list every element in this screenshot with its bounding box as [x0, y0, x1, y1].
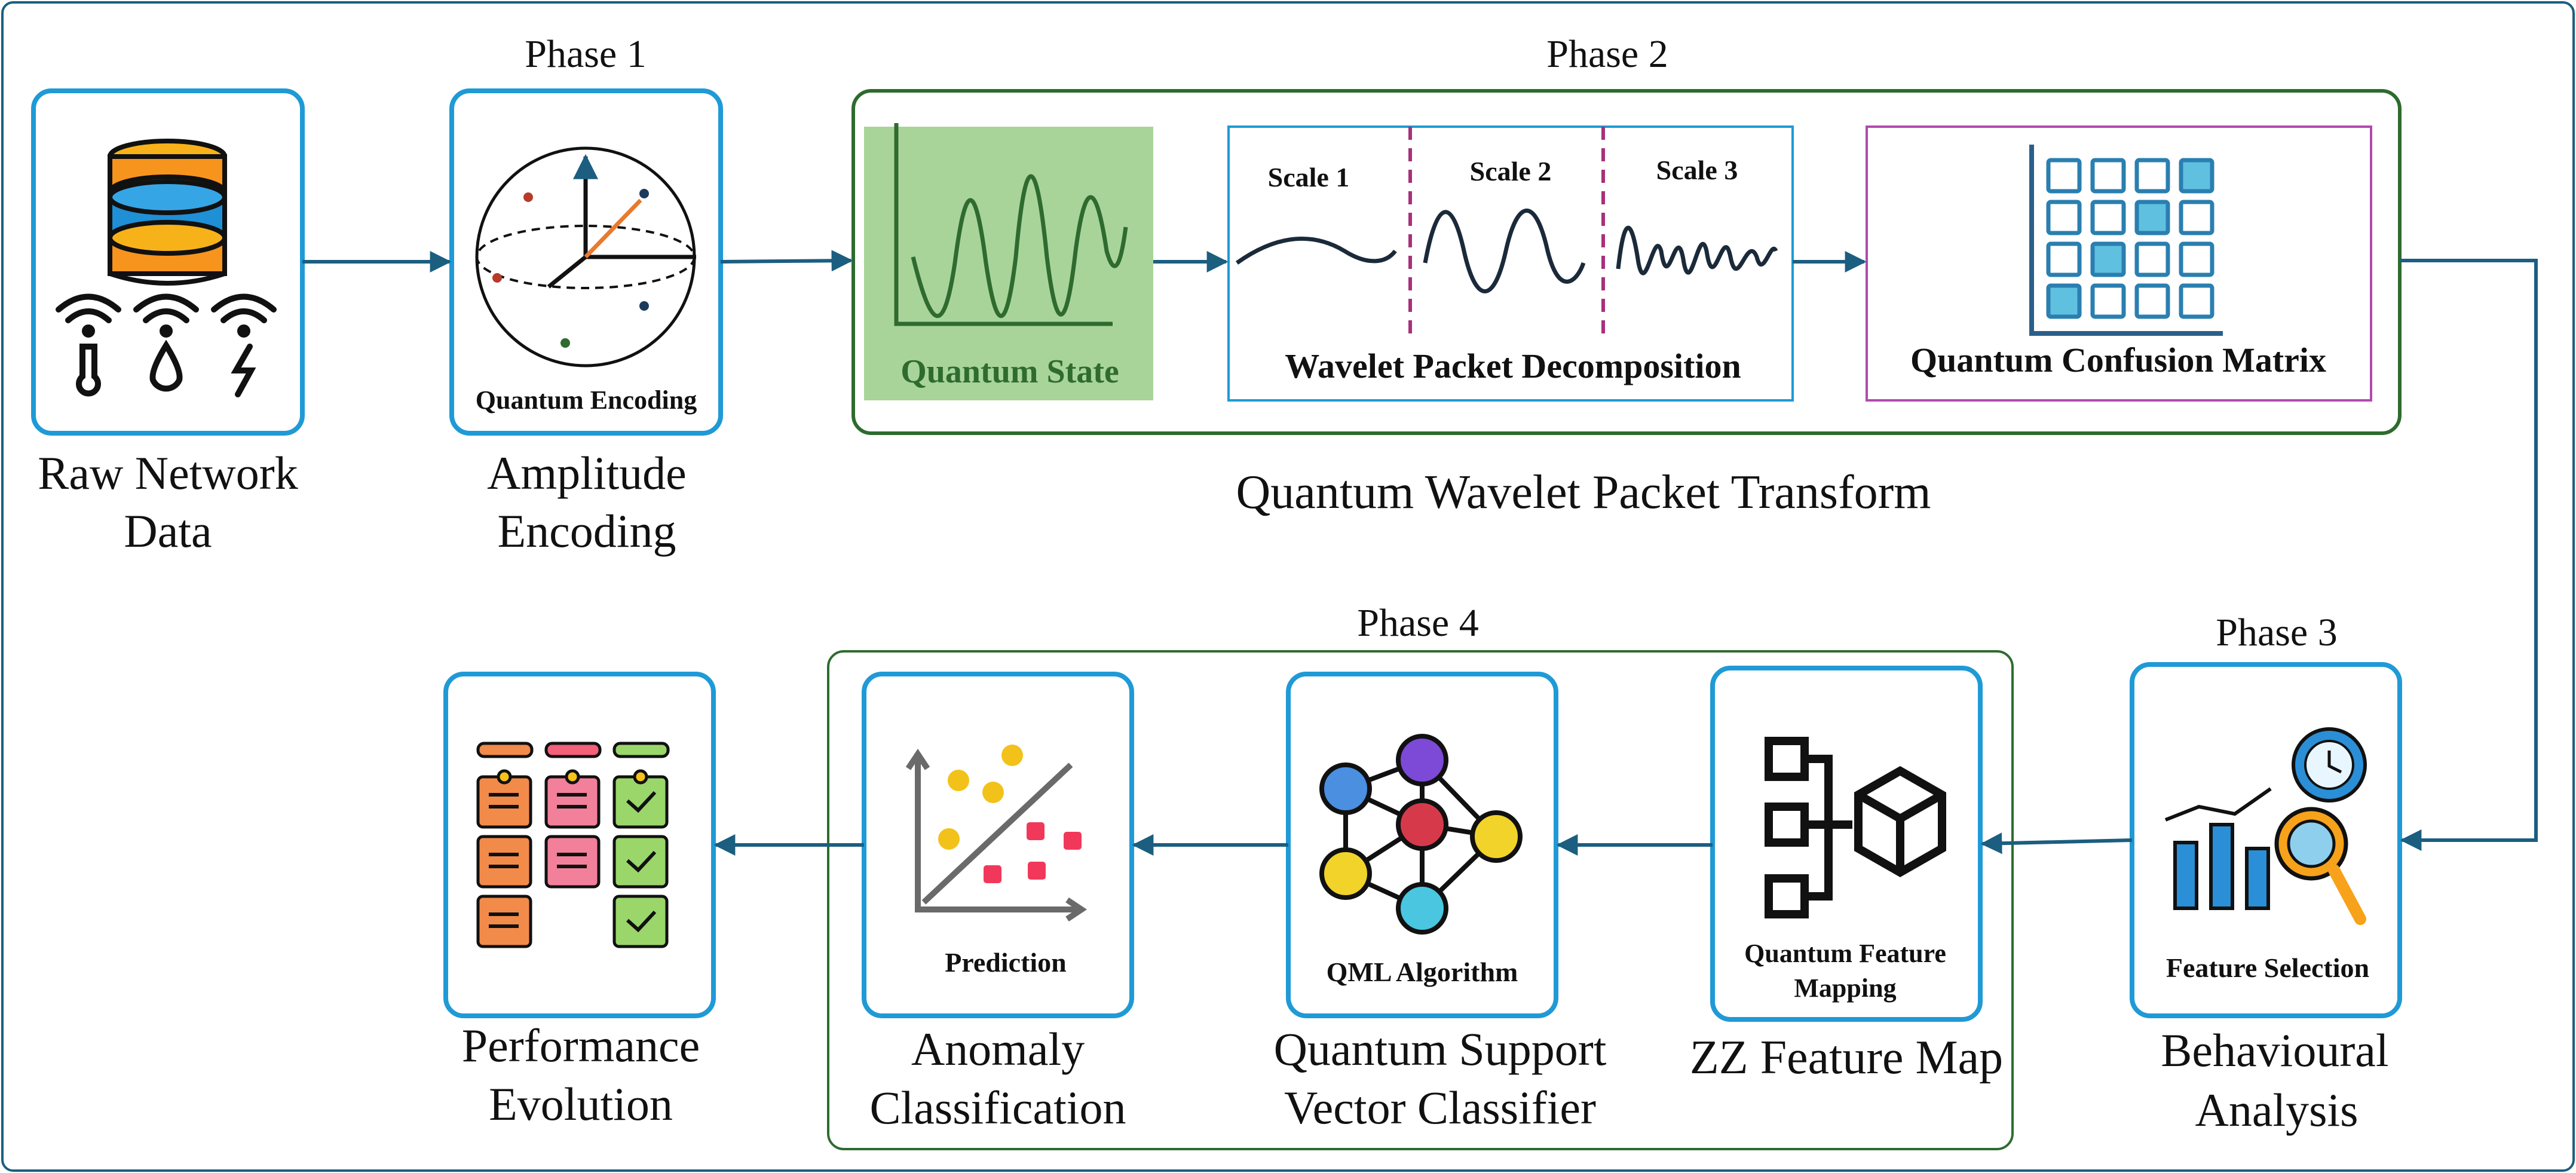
quantum-feature-label-1: Quantum Feature [1744, 939, 1946, 968]
scale-2-label: Scale 2 [1470, 156, 1552, 186]
prediction-label: Prediction [945, 947, 1067, 978]
confusion-matrix-node: Quantum Confusion Matrix [1866, 125, 2372, 402]
matrix-cell [2179, 241, 2214, 277]
matrix-cell [2179, 200, 2214, 235]
beh-label-line1: Behavioural [2161, 1024, 2388, 1076]
quantum-encoding-label: Quantum Encoding [476, 385, 697, 415]
task-board-icon [476, 742, 670, 948]
scatter-plot-icon [905, 745, 1088, 922]
feature-selection-label: Feature Selection [2166, 953, 2369, 983]
quantum-state-node: Quantum State [864, 123, 1153, 400]
phase2-label: Phase 2 [1546, 32, 1668, 76]
feature-mapping-icon [1765, 737, 1946, 918]
qsvc-node: QML Algorithm Quantum Support Vector Cla… [1274, 672, 1607, 1134]
perf-label-line1: Performance [462, 1019, 700, 1071]
arrow-beh-to-zz [1980, 832, 2133, 855]
analytics-magnifier-icon [2164, 727, 2367, 925]
matrix-cell [2090, 200, 2126, 235]
matrix-cell [2046, 200, 2082, 235]
neural-network-icon [1319, 734, 1523, 935]
matrix-cell [2134, 283, 2170, 319]
matrix-cell [2179, 158, 2214, 194]
behavioural-analysis-node: Phase 3 Feature Selection Behavioural An… [2130, 611, 2402, 1136]
matrix-cell [2090, 241, 2126, 277]
phase4-group [827, 650, 2014, 1150]
amp-label-line2: Encoding [498, 505, 676, 557]
wavelet-packet-label: Wavelet Packet Decomposition [1285, 347, 1741, 385]
matrix-cell [2134, 158, 2170, 194]
matrix-cell [2046, 158, 2082, 194]
matrix-cell [2134, 200, 2170, 235]
quantum-feature-label-2: Mapping [1794, 973, 1896, 1003]
anom-label-line1: Anomaly [911, 1023, 1085, 1075]
phase1-label: Phase 1 [525, 32, 646, 76]
oscillation-wave-icon [894, 123, 1128, 326]
anom-label-line2: Classification [870, 1082, 1126, 1134]
qsvc-label-line2: Vector Classifier [1284, 1082, 1596, 1134]
confusion-matrix-label: Quantum Confusion Matrix [1910, 341, 2326, 379]
zz-label: ZZ Feature Map [1690, 1031, 2003, 1084]
amplitude-encoding-node: Phase 1 Quantum Encoding Amplitude Encod… [449, 32, 723, 557]
raw-network-data-node: Raw Network Data [31, 88, 305, 557]
zz-feature-map-node: Quantum Feature Mapping ZZ Feature Map [1690, 666, 2003, 1084]
connectors [302, 250, 2538, 856]
bloch-sphere-icon [475, 146, 696, 367]
database-icon [108, 139, 227, 286]
quantum-state-label: Quantum State [900, 353, 1119, 390]
beh-label-line2: Analysis [2195, 1084, 2358, 1136]
matrix-cell [2090, 158, 2126, 194]
phase4-label: Phase 4 [1357, 601, 1478, 645]
scale-3-label: Scale 3 [1656, 155, 1738, 185]
arrow-amp-to-phase2 [720, 250, 853, 272]
arrow-phase2-to-phase3 [2400, 259, 2538, 851]
performance-evolution-node: Performance Evolution [443, 672, 716, 1130]
wavelet-packet-node: Scale 1 Scale 2 Scale 3 Wavelet Packet D… [1227, 125, 1794, 402]
matrix-grid-icon [2029, 145, 2223, 336]
perf-label-line2: Evolution [489, 1078, 673, 1130]
wavelet-scales-icon [1235, 209, 1778, 293]
raw-label-line1: Raw Network [38, 447, 298, 499]
raw-label-line2: Data [124, 505, 212, 557]
matrix-cell [2090, 283, 2126, 319]
matrix-cell [2046, 283, 2082, 319]
amp-label-line1: Amplitude [487, 447, 687, 499]
wifi-sensor-icons [56, 293, 277, 397]
phase3-label: Phase 3 [2216, 611, 2337, 654]
matrix-cell [2179, 283, 2214, 319]
matrix-cell [2134, 241, 2170, 277]
qsvc-label-line1: Quantum Support [1274, 1023, 1607, 1075]
qwpt-caption: Quantum Wavelet Packet Transform [1236, 466, 1931, 519]
anomaly-classification-node: Prediction Anomaly Classification [862, 672, 1134, 1134]
matrix-cell [2046, 241, 2082, 277]
qml-algorithm-label: QML Algorithm [1327, 957, 1518, 987]
scale-1-label: Scale 1 [1268, 162, 1350, 192]
